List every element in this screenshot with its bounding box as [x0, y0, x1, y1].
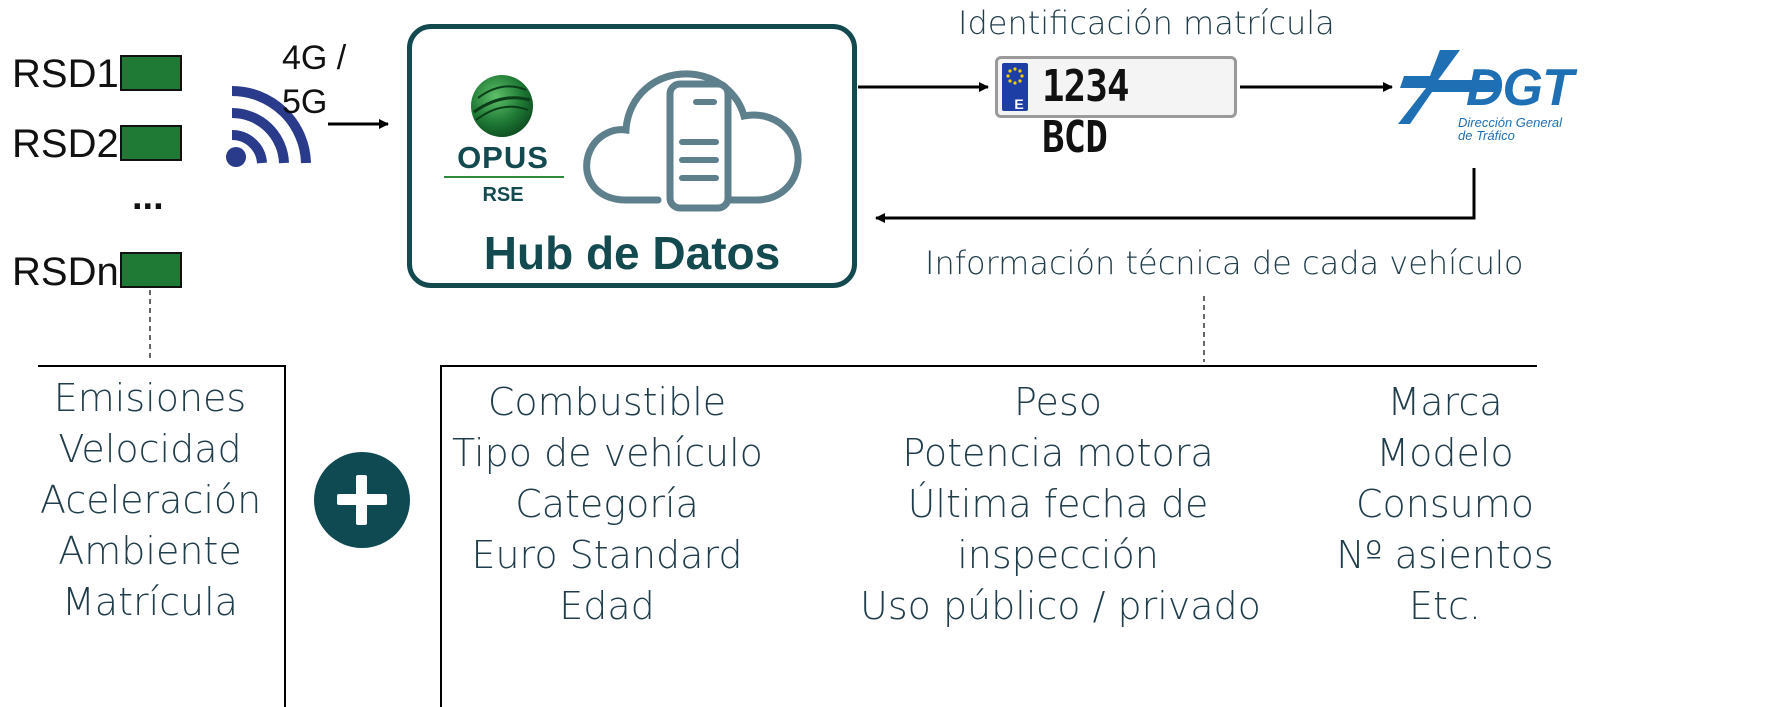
opus-logo-text: OPUS — [457, 140, 549, 175]
plus-icon — [314, 452, 410, 548]
eu-stars-icon — [1006, 67, 1024, 85]
hub-box — [407, 24, 857, 288]
cloud-server-icon — [583, 70, 802, 212]
sensor-data-bracket — [38, 365, 286, 707]
dgt-subtitle-line1: Dirección General — [1458, 115, 1563, 130]
dgt-subtitle: Dirección General de Tráfico — [1458, 116, 1562, 142]
plus-icon-vertical — [356, 475, 367, 525]
sensor-label-rsdn: RSDn — [12, 250, 119, 294]
return-caption: Información técnica de cada vehículo — [925, 244, 1524, 282]
technical-info-item: Edad — [559, 584, 655, 628]
hub-title: Hub de Datos — [483, 227, 781, 279]
sensor-ellipsis: ... — [132, 176, 164, 218]
technical-info-column-3: Marca Modelo Consumo Nº asientos Etc. — [1332, 377, 1558, 632]
sensor-data-item: Matrícula — [62, 580, 238, 624]
technical-info-bracket — [440, 365, 1537, 707]
sensor-label-rsd2: RSD2 — [12, 122, 119, 166]
technical-info-column-2: Peso Potencia motora Última fecha de ins… — [860, 377, 1261, 632]
network-label: 4G / 5G — [282, 39, 347, 121]
dgt-logo-icon — [1398, 50, 1498, 124]
sensor-data-list: Emisiones Velocidad Aceleración Ambiente… — [40, 373, 262, 628]
technical-info-item: Combustible — [487, 380, 727, 424]
eu-flag-icon: E — [1002, 63, 1028, 112]
dgt-logo-text: DGT — [1466, 59, 1574, 117]
arrow-dgt-to-hub — [875, 168, 1476, 223]
sensor-data-item: Emisiones — [53, 376, 247, 420]
opus-globe-icon — [471, 75, 533, 137]
technical-info-item: Uso público / privado — [860, 584, 1261, 628]
technical-info-item: Modelo — [1376, 431, 1514, 475]
wireless-signal-icon — [226, 86, 311, 167]
sensor-label-rsd1: RSD1 — [12, 52, 119, 96]
sensor-box-rsdn — [120, 252, 182, 288]
technical-info-item: Categoría — [515, 482, 699, 526]
technical-info-item: inspección — [957, 533, 1159, 577]
technical-info-item: Potencia motora — [902, 431, 1214, 475]
technical-info-item: Última fecha de — [907, 482, 1209, 526]
technical-info-item: Euro Standard — [471, 533, 743, 577]
technical-info-item: Consumo — [1355, 482, 1534, 526]
technical-info-item: Etc. — [1409, 584, 1481, 628]
opus-logo-divider — [444, 176, 564, 178]
technical-info-column-1: Combustible Tipo de vehículo Categoría E… — [452, 377, 763, 632]
technical-info-item: Tipo de vehículo — [452, 431, 763, 475]
sensor-data-item: Aceleración — [40, 478, 262, 522]
sensor-data-item: Velocidad — [58, 427, 242, 471]
technical-info-item: Nº asientos — [1336, 533, 1554, 577]
plate-country-code: E — [1014, 96, 1024, 112]
technical-info-item: Peso — [1014, 380, 1102, 424]
license-plate: E 1234 BCD — [995, 56, 1237, 163]
sensor-box-rsd1 — [120, 55, 182, 91]
opus-logo-subtext: RSE — [482, 184, 524, 206]
dgt-subtitle-line2: de Tráfico — [1458, 128, 1515, 143]
sensor-box-rsd2 — [120, 125, 182, 161]
sensor-data-item: Ambiente — [58, 529, 242, 573]
plate-caption: Identificación matrícula — [958, 4, 1335, 42]
technical-info-item: Marca — [1387, 380, 1503, 424]
plate-number: 1234 BCD — [1042, 61, 1130, 163]
